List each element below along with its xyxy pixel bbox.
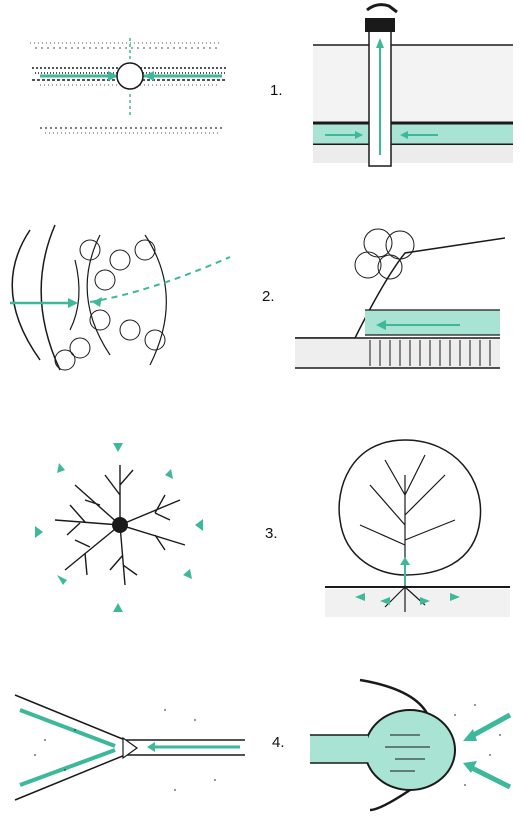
row-1-topsoil [313, 45, 513, 125]
row-3-trunk-base [112, 517, 128, 533]
row-4-inflow-arrows [463, 715, 510, 787]
row-3-label: 3. [265, 525, 278, 542]
row-4-spring-basin [365, 710, 455, 790]
row-1-plan-well-diagram [10, 18, 250, 168]
row-2-label: 2. [262, 288, 275, 305]
row-2-section-hillside [290, 225, 505, 375]
row-4-outflow-channel [310, 735, 368, 763]
row-1-well-circle [117, 63, 143, 89]
row-3-tree-canopy [339, 440, 480, 575]
row-3-uptake-arrow-icon [400, 557, 410, 565]
row-4-section-spring [305, 675, 520, 815]
row-1-label: 1. [270, 82, 283, 99]
row-3-section-tree [310, 415, 520, 635]
row-3-plan-root-system [5, 425, 245, 625]
row-2-arrow-right-icon [68, 298, 78, 308]
row-4-flow-arrow-icon [147, 742, 155, 752]
row-4-plan-river-fork [5, 680, 250, 810]
row-2-plan-bay-diagram [0, 220, 255, 375]
row-1-section-well-pump [305, 0, 520, 170]
row-1-pump-handle-icon [367, 5, 397, 12]
row-4-label: 4. [272, 734, 285, 751]
